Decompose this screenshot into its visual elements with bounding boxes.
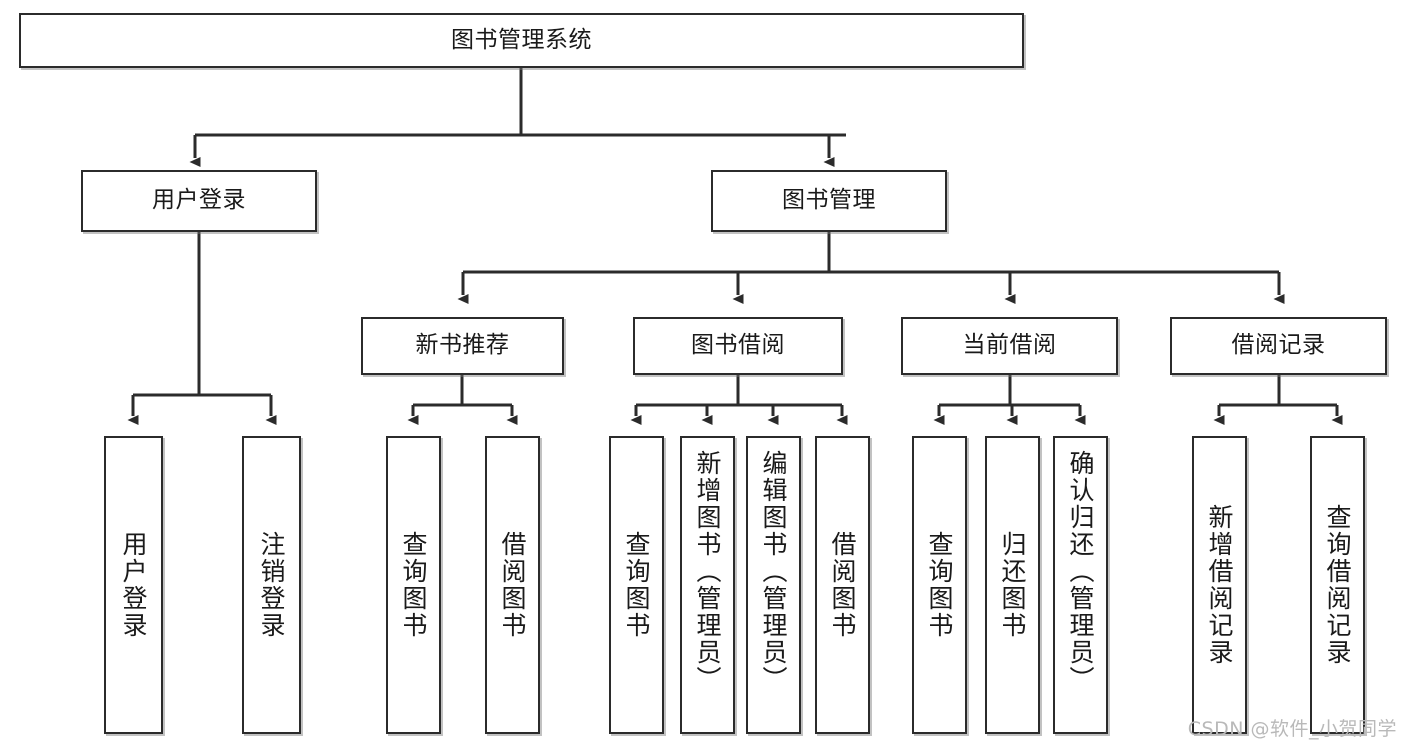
node-leaf-logout-label: 注销登录 [257, 531, 286, 639]
node-leaf-add-book[interactable]: 新增图书（管理员） [680, 436, 735, 734]
node-leaf-query-book-2-label: 查询图书 [622, 531, 651, 639]
node-leaf-user-login-label: 用户登录 [119, 531, 148, 639]
node-leaf-logout[interactable]: 注销登录 [242, 436, 301, 734]
node-leaf-query-book-2[interactable]: 查询图书 [609, 436, 664, 734]
node-current-borrow-label: 当前借阅 [962, 332, 1057, 359]
node-user-login[interactable]: 用户登录 [81, 170, 317, 232]
node-user-login-label: 用户登录 [152, 187, 246, 214]
node-leaf-query-book-3[interactable]: 查询图书 [912, 436, 967, 734]
node-leaf-query-book-1[interactable]: 查询图书 [386, 436, 441, 734]
node-borrow-record[interactable]: 借阅记录 [1170, 317, 1387, 375]
node-leaf-confirm-return-label: 确认归还（管理员） [1066, 450, 1095, 693]
node-leaf-edit-book-label: 编辑图书（管理员） [759, 450, 788, 693]
node-book-borrow-label: 图书借阅 [691, 332, 785, 359]
node-leaf-confirm-return[interactable]: 确认归还（管理员） [1053, 436, 1108, 734]
node-leaf-query-record[interactable]: 查询借阅记录 [1310, 436, 1365, 734]
node-book-manage[interactable]: 图书管理 [711, 170, 947, 232]
node-leaf-user-login[interactable]: 用户登录 [104, 436, 163, 734]
node-borrow-record-label: 借阅记录 [1231, 332, 1326, 359]
node-leaf-borrow-book-2[interactable]: 借阅图书 [815, 436, 870, 734]
node-root-label: 图书管理系统 [451, 26, 592, 53]
node-current-borrow[interactable]: 当前借阅 [901, 317, 1118, 375]
node-leaf-return-book-label: 归还图书 [998, 531, 1027, 639]
node-leaf-borrow-book-1-label: 借阅图书 [498, 531, 527, 639]
node-leaf-query-book-1-label: 查询图书 [399, 531, 428, 639]
node-leaf-add-book-label: 新增图书（管理员） [693, 450, 722, 693]
node-new-book-rec-label: 新书推荐 [415, 332, 510, 359]
node-leaf-add-record-label: 新增借阅记录 [1205, 504, 1234, 666]
node-leaf-return-book[interactable]: 归还图书 [985, 436, 1040, 734]
node-leaf-borrow-book-2-label: 借阅图书 [828, 531, 857, 639]
node-root[interactable]: 图书管理系统 [19, 13, 1024, 68]
node-book-borrow[interactable]: 图书借阅 [633, 317, 843, 375]
node-leaf-borrow-book-1[interactable]: 借阅图书 [485, 436, 540, 734]
node-new-book-rec[interactable]: 新书推荐 [361, 317, 564, 375]
node-leaf-query-record-label: 查询借阅记录 [1323, 504, 1352, 666]
node-leaf-edit-book[interactable]: 编辑图书（管理员） [746, 436, 801, 734]
node-leaf-query-book-3-label: 查询图书 [925, 531, 954, 639]
node-leaf-add-record[interactable]: 新增借阅记录 [1192, 436, 1247, 734]
node-book-manage-label: 图书管理 [782, 187, 876, 214]
